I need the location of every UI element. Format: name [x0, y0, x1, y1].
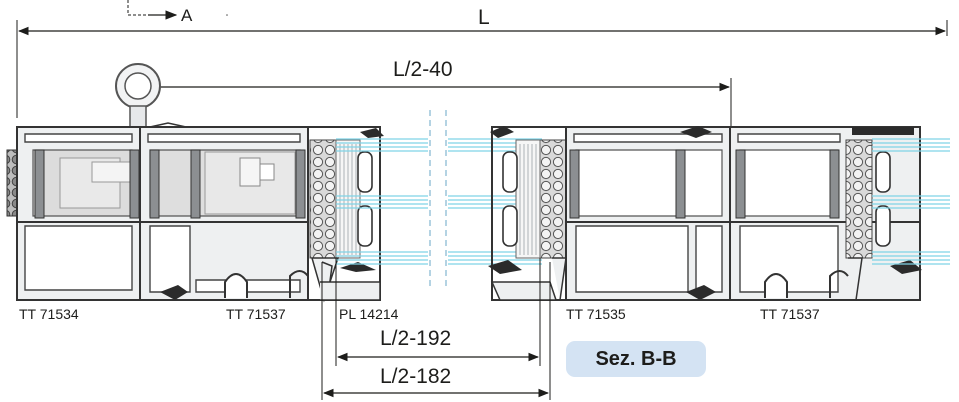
dimension-half-minus-192-label: L/2-192 — [380, 327, 451, 350]
section-marker-label: A — [181, 6, 193, 25]
dimension-half-minus-182: L/2-182 — [321, 262, 551, 400]
profile-tt-71535 — [565, 126, 731, 301]
section-badge: Sez. B-B — [566, 341, 706, 377]
profile-label-1: TT 71534 — [19, 306, 79, 322]
glass-panes-far-right — [872, 138, 950, 265]
profile-tt-71537-left — [139, 126, 309, 301]
break-lines — [429, 110, 447, 290]
profile-label-3: PL 14214 — [339, 306, 399, 322]
dimension-half-minus-192: L/2-192 — [335, 258, 541, 366]
profile-pl-14214 — [307, 126, 384, 303]
dimension-half-minus-40-label: L/2-40 — [393, 58, 453, 81]
section-marker-a: A — [127, 0, 228, 25]
profile-label-5: TT 71537 — [760, 306, 820, 322]
lifting-eye — [115, 63, 161, 129]
dimension-half-minus-182-label: L/2-182 — [380, 365, 451, 388]
dimension-overall: L — [16, 6, 948, 118]
profile-label-2: TT 71537 — [226, 306, 286, 322]
glazing-bead-right — [488, 126, 567, 301]
profile-labels: TT 71534 TT 71537 PL 14214 TT 71535 TT 7… — [19, 306, 820, 322]
profile-label-4: TT 71535 — [566, 306, 626, 322]
dimension-overall-label: L — [478, 6, 490, 29]
glass-panes-left — [336, 138, 428, 265]
profile-tt-71537-right — [729, 126, 922, 301]
